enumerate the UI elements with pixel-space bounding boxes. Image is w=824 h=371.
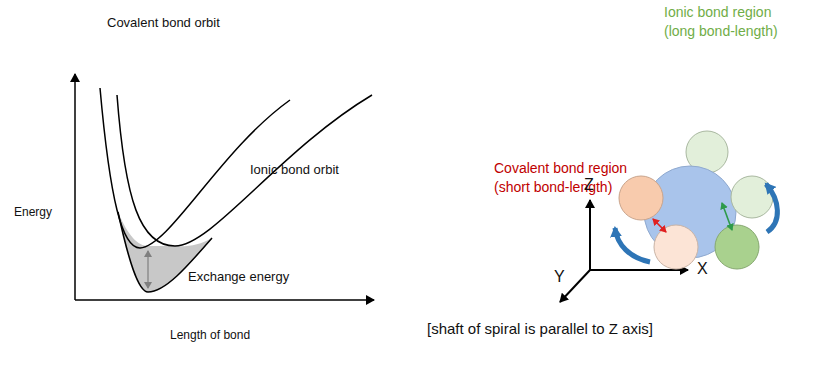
region-label: Ionic bond region: [664, 4, 771, 20]
axis-letter: X: [697, 260, 708, 278]
curve-label: Covalent bond orbit: [107, 16, 220, 31]
spiral-arrow: [766, 184, 777, 232]
z-axis: [589, 200, 591, 270]
energy-axis: [74, 74, 76, 300]
exchange-arrow: [147, 251, 148, 288]
ionic-curve: [117, 95, 372, 246]
note: [shaft of spiral is parallel to Z axis]: [427, 320, 653, 337]
length-axis: [75, 299, 374, 301]
axis-letter: Y: [554, 268, 565, 286]
long-bond-arrow: [722, 203, 732, 230]
axis-title: Energy: [14, 206, 52, 220]
curve-label: Exchange energy: [188, 270, 289, 285]
spiral-arrow: [615, 228, 650, 262]
axis-letter: Z: [584, 176, 594, 194]
region-label: Covalent bond region: [494, 160, 627, 176]
curve-label: Ionic bond orbit: [250, 163, 339, 178]
covalent-atom: [654, 225, 698, 269]
region-label: (short bond-length): [494, 179, 612, 195]
covalent-atom: [619, 176, 663, 220]
region-label: (long bond-length): [664, 23, 778, 39]
ionic-atom: [731, 176, 773, 218]
ionic-atom: [715, 225, 759, 269]
short-bond-arrow: [653, 219, 666, 232]
axis-title: Length of bond: [170, 329, 250, 343]
